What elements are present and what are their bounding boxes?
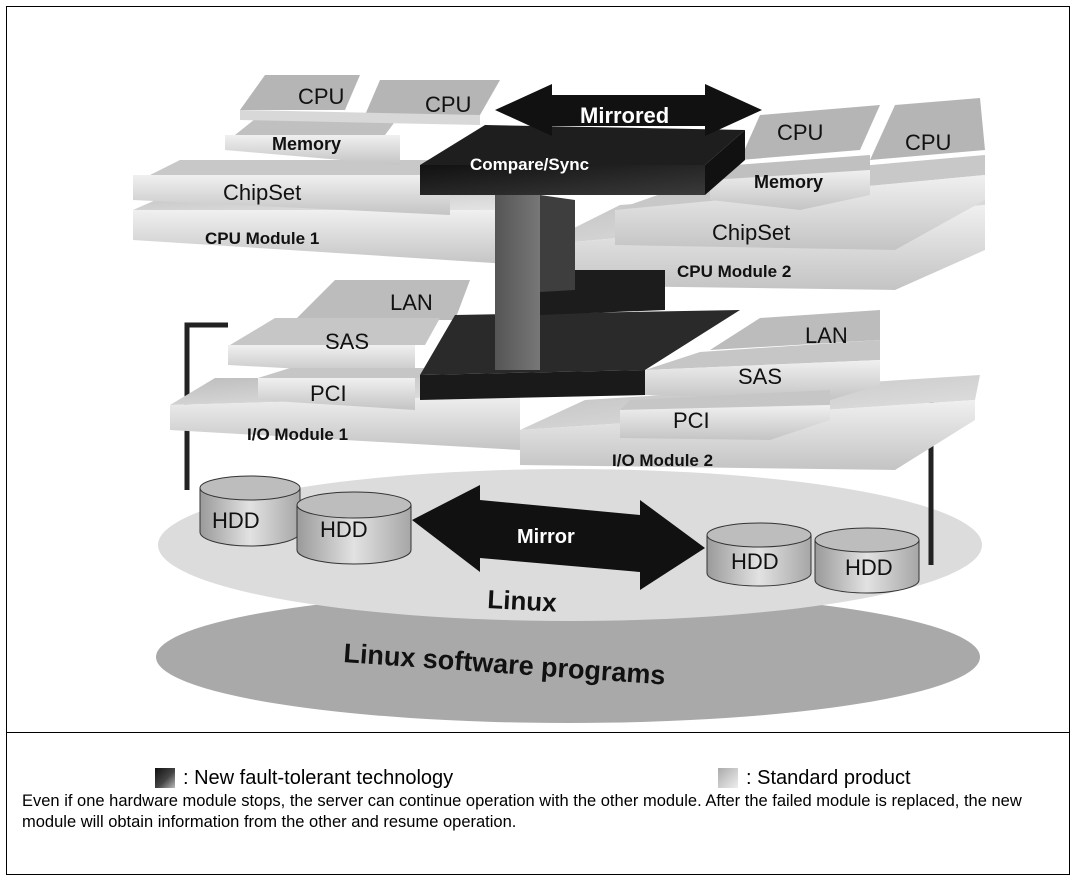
chipset-1-top (150, 160, 460, 175)
pci2-top (620, 390, 830, 410)
cpu1b-top (365, 80, 500, 115)
compare-sync-side (705, 130, 745, 195)
memory2-top (710, 155, 870, 180)
lan1-label: LAN (390, 290, 433, 315)
mirrored-label: Mirrored (580, 103, 669, 128)
sas1-front (228, 345, 415, 375)
compare-sync-pillar (420, 125, 745, 400)
lan2-top (710, 310, 880, 350)
cpu2b-top (870, 98, 985, 160)
compare-sync-front (420, 165, 705, 195)
cpu2a-label: CPU (777, 120, 823, 145)
legend-standard-label: : Standard product (746, 766, 911, 789)
memory2-front (710, 170, 870, 210)
pci2-label: PCI (673, 408, 710, 433)
chipset1-label: ChipSet (223, 180, 301, 205)
mirrored-arrow (495, 84, 762, 136)
legend-new-tech-label: : New fault-tolerant technology (183, 766, 454, 789)
hdd2-body (296, 504, 412, 565)
pci1-label: PCI (310, 381, 347, 406)
compare-sync-top (420, 125, 745, 165)
legend-standard-swatch (718, 768, 738, 788)
hdd3-top (706, 522, 812, 548)
sas1-top (230, 318, 440, 345)
caption-divider (6, 732, 1070, 733)
cpu-module-2 (540, 98, 985, 290)
io-module-1-label: I/O Module 1 (247, 425, 348, 444)
memory1-label: Memory (272, 134, 341, 154)
io-module-2-label: I/O Module 2 (612, 451, 713, 470)
legend-standard: : Standard product (718, 765, 911, 791)
lan2-label: LAN (805, 323, 848, 348)
cpu-module-1-board-front (133, 210, 525, 265)
pci2-front (620, 405, 830, 440)
sas2-label: SAS (738, 364, 782, 389)
mirror-label: Mirror (517, 526, 575, 548)
hdd4-label: HDD (845, 555, 893, 580)
cpu1a-label: CPU (298, 84, 344, 109)
cpu-module-1-label: CPU Module 1 (205, 229, 319, 248)
hdd3-label: HDD (731, 549, 779, 574)
lan1-top (295, 280, 470, 320)
cpu1-area-front (240, 110, 480, 125)
sas2-front (645, 360, 880, 400)
hdd1-label: HDD (212, 508, 260, 533)
pillar-right-face (540, 195, 575, 292)
hdd4-top (814, 527, 920, 553)
pillar-vertical (495, 195, 540, 370)
hdd2-top (296, 491, 412, 519)
chipset2-label: ChipSet (712, 220, 790, 245)
chipset-2-front (615, 175, 985, 250)
compare-sync-label: Compare/Sync (470, 155, 589, 174)
mirror-arrow (412, 485, 705, 590)
io-module-1 (170, 280, 520, 450)
linux-label: Linux (487, 584, 558, 618)
pci1-front (258, 378, 415, 410)
sas1-label: SAS (325, 329, 369, 354)
io-module-2 (520, 310, 980, 470)
hdd-right-group (706, 522, 920, 594)
hdd3-body (706, 534, 812, 587)
legend-new-tech-swatch (155, 768, 175, 788)
cpu2b-label: CPU (905, 130, 951, 155)
linux-software-ellipse (156, 591, 980, 723)
cpu-module-2-label: CPU Module 2 (677, 262, 791, 281)
hdd4-body (814, 539, 920, 594)
hdd1-top (199, 475, 301, 501)
pci1-top (258, 368, 430, 378)
figure-caption: Even if one hardware module stops, the s… (22, 792, 1022, 831)
hdd-left-group (199, 475, 412, 565)
chipset-1-front (133, 175, 450, 215)
hdd2-label: HDD (320, 517, 368, 542)
cpu-module-1 (133, 75, 545, 265)
cpu2a-top (740, 105, 880, 160)
cpu1a-top (240, 75, 360, 110)
memory2-label: Memory (754, 172, 823, 192)
memory1-front (225, 135, 400, 165)
io-module-1-board-front (170, 395, 520, 450)
io-sync-platform-front (420, 370, 645, 400)
legend-new-tech: : New fault-tolerant technology (155, 765, 453, 791)
cpu1b-label: CPU (425, 92, 471, 117)
io1-cable (184, 322, 228, 490)
